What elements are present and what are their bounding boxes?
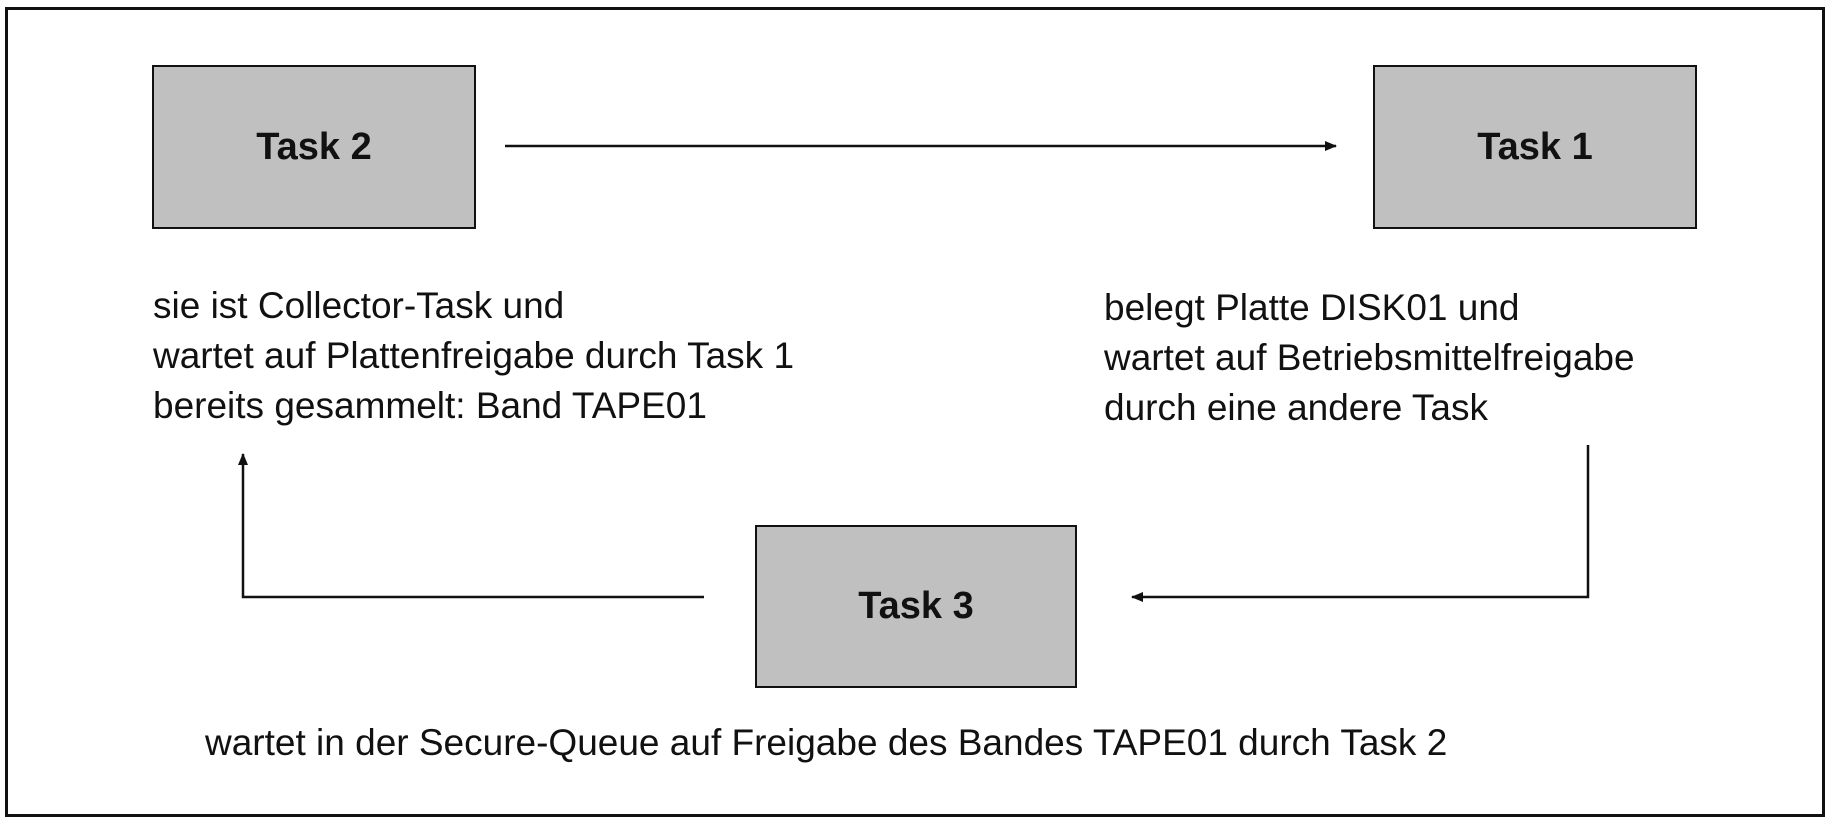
arrow-task3-to-task2 [238, 453, 704, 599]
task-1-line-2: wartet auf Betriebsmittelfreigabe [1104, 337, 1635, 378]
task-3-label: Task 3 [858, 585, 974, 627]
task-2-description: sie ist Collector-Task und wartet auf Pl… [153, 281, 794, 431]
task-3-box: Task 3 [755, 525, 1077, 688]
task-2-box: Task 2 [152, 65, 476, 229]
task-1-description: belegt Platte DISK01 und wartet auf Betr… [1104, 283, 1635, 433]
task-2-line-1: sie ist Collector-Task und [153, 285, 565, 326]
task-2-line-2: wartet auf Plattenfreigabe durch Task 1 [153, 335, 795, 376]
task-1-line-1: belegt Platte DISK01 und [1104, 287, 1520, 328]
task-1-label: Task 1 [1477, 125, 1593, 168]
task-1-box: Task 1 [1373, 65, 1697, 229]
arrow-task1-to-task3 [1131, 445, 1590, 602]
task-2-label: Task 2 [256, 125, 372, 168]
task-3-caption: wartet in der Secure-Queue auf Freigabe … [205, 722, 1448, 763]
task-1-line-3: durch eine andere Task [1104, 387, 1488, 428]
task-2-line-3: bereits gesammelt: Band TAPE01 [153, 385, 707, 426]
